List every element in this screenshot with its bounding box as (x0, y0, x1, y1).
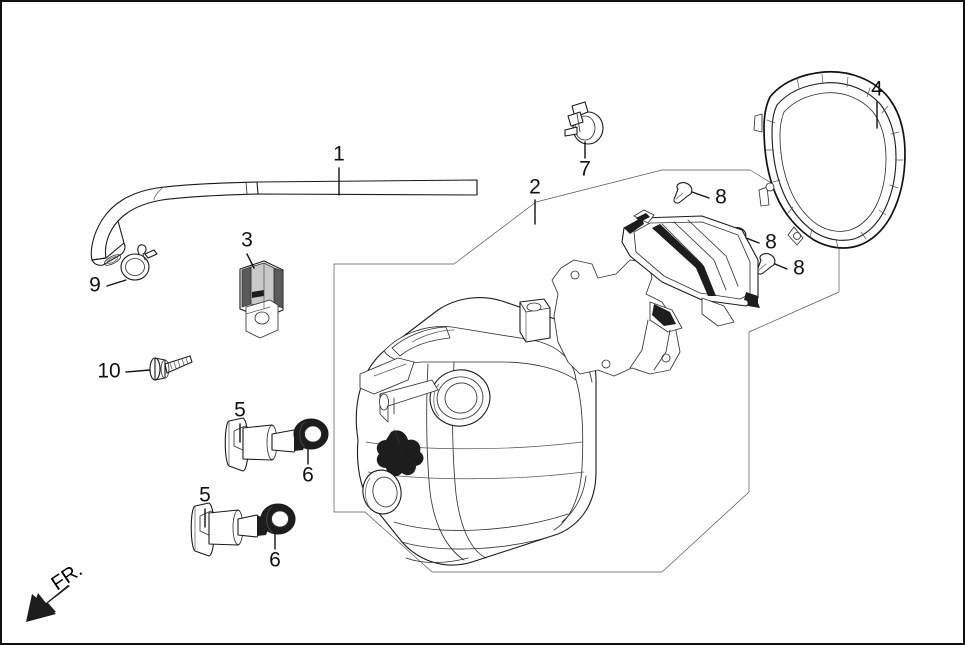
part-1-breather-hose (90, 179, 478, 266)
part-10-flange-bolt (149, 355, 193, 381)
callout-numbers: 1 2 3 4 5 5 6 6 7 8 8 8 9 10 (89, 78, 883, 572)
part-5-mounting-bolt-lower (190, 502, 268, 557)
callout-8c: 8 (793, 257, 805, 280)
callout-5b: 5 (199, 484, 211, 507)
callout-2: 2 (529, 176, 541, 199)
callout-leader-lines (106, 101, 878, 550)
callout-6b: 6 (269, 549, 281, 572)
front-direction-arrow: FR. (26, 559, 87, 622)
callout-7: 7 (579, 158, 591, 181)
part-7-spring-hose-clamp (564, 101, 604, 145)
part-5-mounting-bolt-upper (224, 417, 305, 472)
callout-8b: 8 (765, 231, 777, 254)
part-9-wire-hose-clip (120, 244, 158, 281)
callout-1: 1 (333, 143, 345, 166)
callout-8a: 8 (715, 186, 727, 209)
callout-10: 10 (97, 360, 120, 383)
callout-6a: 6 (302, 464, 314, 487)
part-8-screw-lower (756, 252, 776, 275)
part-8-screw-upper (673, 181, 693, 204)
front-direction-label: FR. (47, 559, 86, 595)
callout-5a: 5 (234, 399, 246, 422)
callout-3: 3 (241, 229, 253, 252)
airbox-intake-duct (621, 209, 760, 371)
airbox-drain-fitting (376, 429, 424, 477)
callout-9: 9 (89, 274, 101, 297)
part-4-cover-gasket (753, 70, 906, 249)
part-2-air-cleaner-box (355, 297, 597, 566)
callout-4: 4 (871, 78, 883, 101)
part-6-rubber-grommet-upper (293, 418, 329, 450)
part-3-hose-joint-connector (239, 260, 284, 339)
part-6-rubber-grommet-lower (260, 503, 296, 535)
